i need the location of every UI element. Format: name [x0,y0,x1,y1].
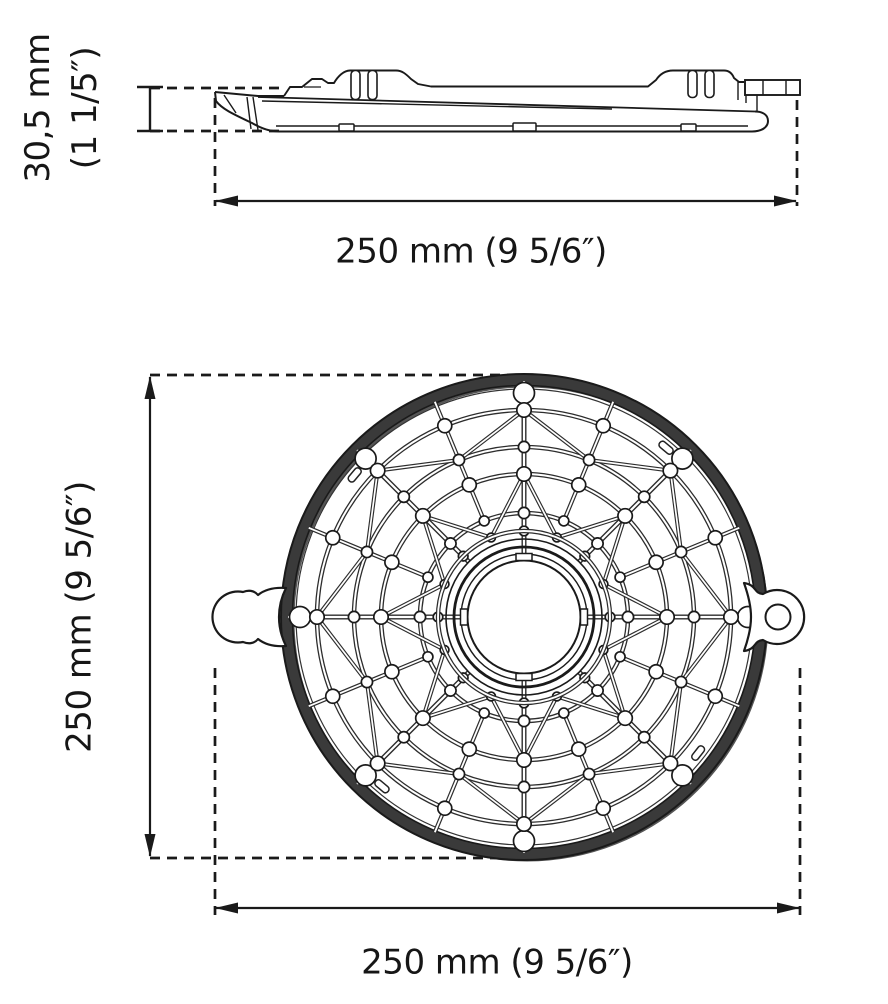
front-width-value: 250 mm (9 5/6″) [361,942,633,983]
right-tab [742,581,806,653]
side-dimension-lines [137,85,799,207]
front-height-value: 250 mm (9 5/6″) [59,481,100,753]
side-height-value-mm: 30,5 mm [18,33,59,183]
grille-lattice [315,408,733,826]
right-tab-hole [764,603,792,631]
left-tab [211,586,288,648]
rim-slots [347,440,706,794]
grille-bosses [308,401,740,833]
front-dimension-lines [144,373,802,915]
side-view [214,69,801,133]
front-view [211,373,806,862]
hub [435,528,613,706]
side-height-value-inch: (1 1/5″) [65,46,105,170]
side-width-value: 250 mm (9 5/6″) [335,231,607,272]
